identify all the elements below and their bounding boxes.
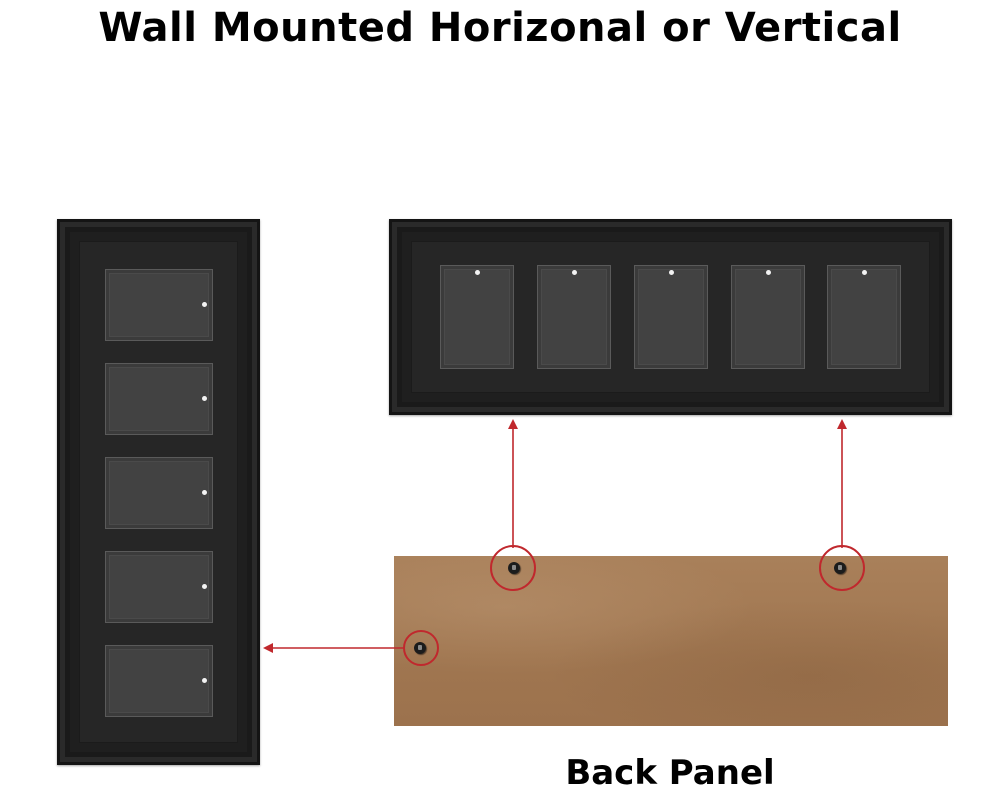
horizontal-frame-mat: [411, 241, 930, 393]
sawtooth-hook-icon: [834, 562, 846, 574]
photo-slot: [105, 551, 213, 623]
page-title: Wall Mounted Horizonal or Vertical: [98, 5, 902, 51]
hanging-pin: [475, 270, 480, 275]
photo-slot: [105, 363, 213, 435]
hanging-pin: [202, 490, 207, 495]
highlight-circle: [490, 545, 536, 591]
photo-slot: [105, 645, 213, 717]
hanging-pin: [202, 678, 207, 683]
photo-slot: [827, 265, 901, 369]
horizontal-frame: [389, 219, 952, 415]
sawtooth-hook-icon: [508, 562, 520, 574]
hanging-pin: [572, 270, 577, 275]
sawtooth-hook-icon: [414, 642, 426, 654]
back-panel-caption: Back Panel: [565, 753, 775, 793]
photo-slot: [634, 265, 708, 369]
hanging-pin: [669, 270, 674, 275]
highlight-circle: [403, 630, 439, 666]
hanging-pin: [862, 270, 867, 275]
vertical-frame-mat: [79, 241, 238, 743]
back-panel: [394, 556, 948, 726]
hanging-pin: [202, 396, 207, 401]
vertical-frame: [57, 219, 260, 765]
photo-slot: [105, 269, 213, 341]
photo-slot: [105, 457, 213, 529]
photo-slot: [440, 265, 514, 369]
hanging-pin: [202, 584, 207, 589]
photo-slot: [731, 265, 805, 369]
photo-slot: [537, 265, 611, 369]
hanging-pin: [766, 270, 771, 275]
highlight-circle: [819, 545, 865, 591]
hanging-pin: [202, 302, 207, 307]
